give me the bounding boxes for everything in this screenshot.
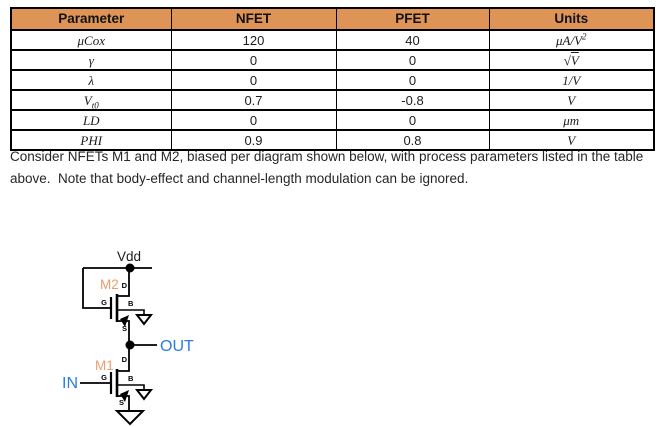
pfet-cell: -0.8 xyxy=(335,89,490,111)
m2-label: M2 xyxy=(100,277,119,292)
vdd-label: Vdd xyxy=(117,249,141,264)
process-parameters-table: Parameter NFET PFET Units μCox 120 40 μA… xyxy=(10,7,655,151)
nfet-cell: 0 xyxy=(170,69,337,91)
param-cell: μCox xyxy=(10,29,172,51)
col-header-nfet: NFET xyxy=(170,7,337,31)
pfet-cell: 40 xyxy=(335,29,490,51)
m2-source-arrow-icon xyxy=(120,315,129,327)
table-row-ucox: μCox 120 40 μA/V2 xyxy=(10,29,655,51)
pfet-cell: 0 xyxy=(335,109,490,131)
units-exponent: 2 xyxy=(582,31,587,42)
m1-body-ground-icon xyxy=(134,389,154,401)
out-label: OUT xyxy=(160,338,194,355)
table-row-ld: LD 0 0 μm xyxy=(10,109,655,131)
units-cell: V xyxy=(488,89,655,111)
m2-body-ground-icon xyxy=(134,314,154,326)
units-cell: μm xyxy=(488,109,655,131)
m2-body-wire xyxy=(117,309,145,315)
m1-drain-wire xyxy=(117,345,130,372)
pfet-cell: 0.8 xyxy=(335,129,490,151)
param-cell: LD xyxy=(10,109,172,131)
units-cell: μA/V2 xyxy=(488,29,655,51)
vdd-node-dot xyxy=(125,263,135,273)
units-cell: V xyxy=(488,129,655,151)
pfet-cell: 0 xyxy=(335,69,490,91)
units-cell: √V xyxy=(488,49,655,71)
m2-body-terminal-label: B xyxy=(128,299,134,308)
param-subscript: t0 xyxy=(91,100,99,111)
m1-source-terminal-label: S xyxy=(119,398,124,407)
table-row-phi: PHI 0.9 0.8 V xyxy=(10,129,655,151)
m1-source-arrow-icon xyxy=(120,390,129,402)
in-label: IN xyxy=(62,375,78,392)
nfet-cell: 0 xyxy=(170,49,337,71)
nfet-cell: 0 xyxy=(170,109,337,131)
table-header-row: Parameter NFET PFET Units xyxy=(10,7,655,31)
radical-sign: √ xyxy=(563,52,571,68)
param-base: V xyxy=(83,92,92,108)
pfet-cell: 0 xyxy=(335,49,490,71)
m1-label: M1 xyxy=(95,358,114,373)
table-row-lambda: λ 0 0 1/V xyxy=(10,69,655,91)
units-cell: 1/V xyxy=(488,69,655,91)
source-ground-icon xyxy=(114,410,146,426)
m1-body-terminal-label: B xyxy=(128,374,134,383)
m1-gate-terminal-label: G xyxy=(101,373,107,382)
m1-drain-terminal-label: D xyxy=(122,355,128,364)
m2-drain-terminal-label: D xyxy=(122,281,128,290)
table-row-gamma: γ 0 0 √V xyxy=(10,49,655,71)
circuit-diagram: Vdd M2 D G B S OUT M1 D G B S IN xyxy=(62,249,194,426)
m2-drain-wire xyxy=(117,268,130,297)
param-cell: Vt0 xyxy=(10,89,172,111)
radicand: V xyxy=(570,52,579,68)
m2-source-terminal-label: S xyxy=(122,324,127,333)
nfet-cell: 0.7 xyxy=(170,89,337,111)
table-row-vt0: Vt0 0.7 -0.8 V xyxy=(10,89,655,111)
problem-statement: Consider NFETs M1 and M2, biased per dia… xyxy=(10,149,648,186)
param-cell: PHI xyxy=(10,129,172,151)
col-header-units: Units xyxy=(488,7,655,31)
m1-source-wire xyxy=(117,395,130,411)
col-header-pfet: PFET xyxy=(335,7,490,31)
m2-gate-feedback-wire xyxy=(82,268,111,309)
col-header-parameter: Parameter xyxy=(10,7,172,31)
units-base: μA/V xyxy=(555,32,583,48)
param-cell: λ xyxy=(10,69,172,91)
m2-source-wire xyxy=(117,320,130,345)
m2-gate-terminal-label: G xyxy=(101,298,107,307)
param-cell: γ xyxy=(10,49,172,71)
nfet-cell: 120 xyxy=(170,29,337,51)
m1-body-wire xyxy=(117,384,145,390)
